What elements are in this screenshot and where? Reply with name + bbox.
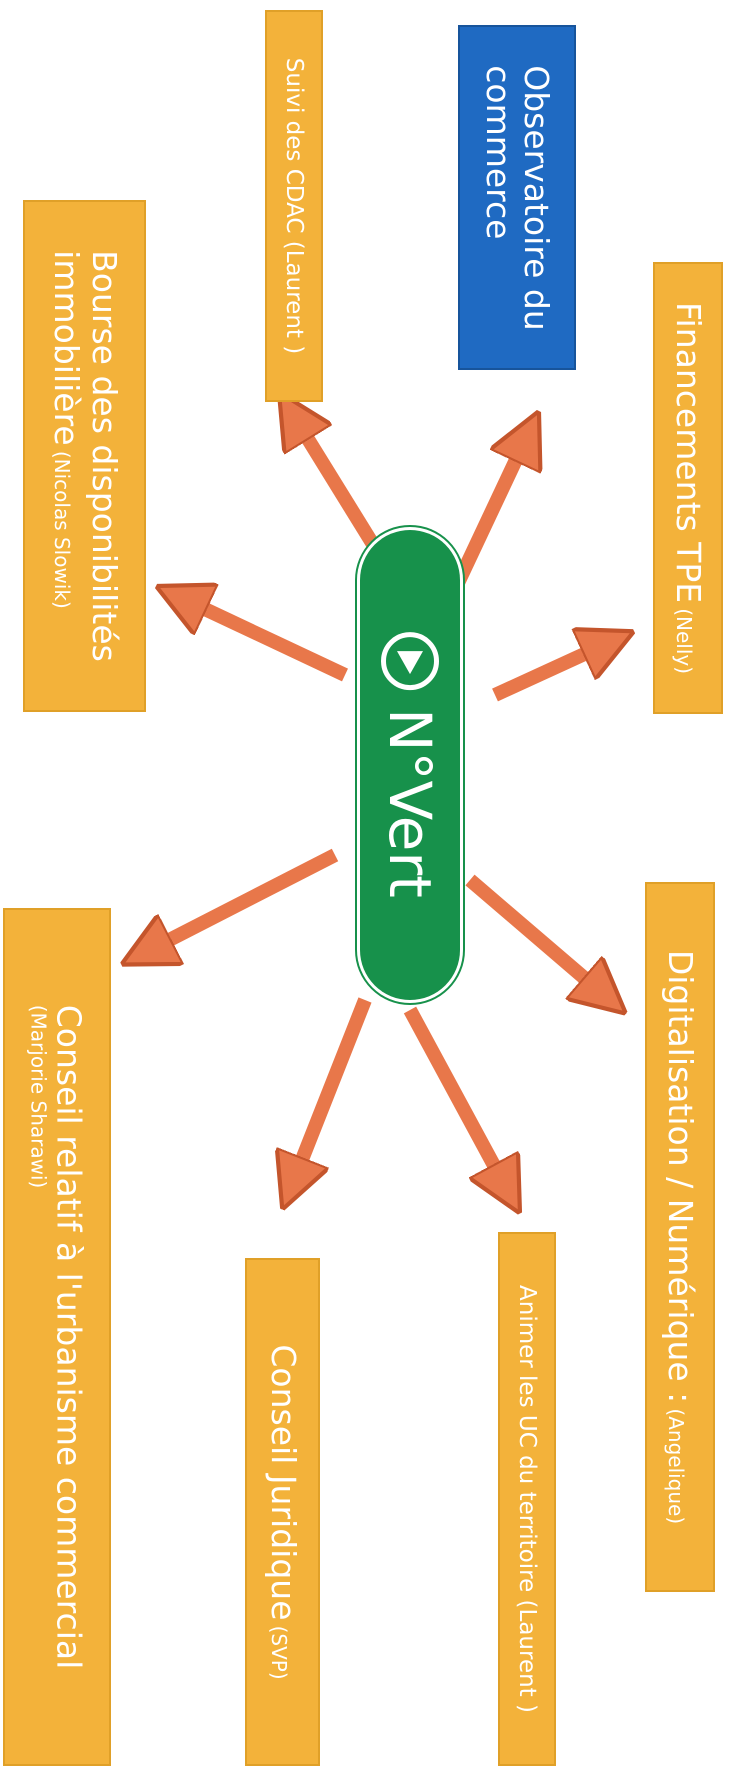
- box-bourse: Bourse des disponibilités immobilière (N…: [23, 200, 146, 712]
- suivi-label: Suivi des CDAC (Laurent ): [281, 57, 308, 355]
- arrow-to-bourse: [175, 595, 348, 682]
- center-node-novert: N°Vert: [360, 530, 460, 1000]
- digitalisation-note: (Angelique): [663, 1408, 688, 1525]
- animer-label: Animer les UC du territoire (Laurent ): [514, 1285, 541, 1713]
- arrow-to-financements: [492, 640, 615, 702]
- bourse-line1: Bourse des disponibilités: [84, 250, 124, 662]
- box-financements: Financements TPE (Nelly): [653, 262, 723, 714]
- box-observatoire-text: Observatoire du commerce: [479, 64, 556, 331]
- box-financements-text: Financements TPE (Nelly): [668, 301, 708, 675]
- box-juridique-text: Conseil Juridique (SVP): [263, 1344, 303, 1680]
- center-label: N°Vert: [376, 708, 444, 898]
- box-juridique: Conseil Juridique (SVP): [245, 1258, 320, 1766]
- arrow-to-observatoire: [443, 430, 530, 603]
- box-digitalisation-text: Digitalisation / Numérique : (Angelique): [660, 949, 700, 1525]
- financements-label: Financements TPE: [668, 301, 708, 604]
- juridique-note: (SVP): [266, 1625, 291, 1680]
- box-urbanisme: Conseil relatif à l'urbanisme commercial…: [3, 908, 111, 1766]
- bourse-note: (Nicolas Slowik): [49, 450, 74, 609]
- box-animer: Animer les UC du territoire (Laurent ): [498, 1232, 556, 1766]
- box-suivi-cdac: Suivi des CDAC (Laurent ): [265, 10, 323, 402]
- arrow-to-digitalisation: [465, 874, 610, 1000]
- financements-note: (Nelly): [671, 608, 696, 675]
- center-node-content: N°Vert: [376, 632, 444, 898]
- box-urbanisme-text: Conseil relatif à l'urbanisme commercial…: [26, 1004, 89, 1670]
- box-bourse-text: Bourse des disponibilités immobilière (N…: [46, 250, 124, 662]
- box-observatoire: Observatoire du commerce: [458, 25, 576, 370]
- play-down-icon: [381, 632, 439, 691]
- digitalisation-label: Digitalisation / Numérique :: [660, 949, 700, 1404]
- bourse-line2: immobilière: [46, 250, 86, 446]
- juridique-label: Conseil Juridique: [263, 1344, 303, 1621]
- arrow-to-urbanisme: [140, 848, 339, 955]
- arrow-to-animer: [403, 1006, 510, 1195]
- observatoire-line1: Observatoire du: [516, 64, 556, 331]
- observatoire-line2: commerce: [479, 64, 518, 239]
- arrow-to-juridique: [290, 997, 372, 1190]
- box-digitalisation: Digitalisation / Numérique : (Angelique): [645, 882, 715, 1592]
- urbanisme-label: Conseil relatif à l'urbanisme commercial: [49, 1004, 89, 1670]
- urbanisme-note: (Marjorie Sharawi): [26, 1004, 51, 1189]
